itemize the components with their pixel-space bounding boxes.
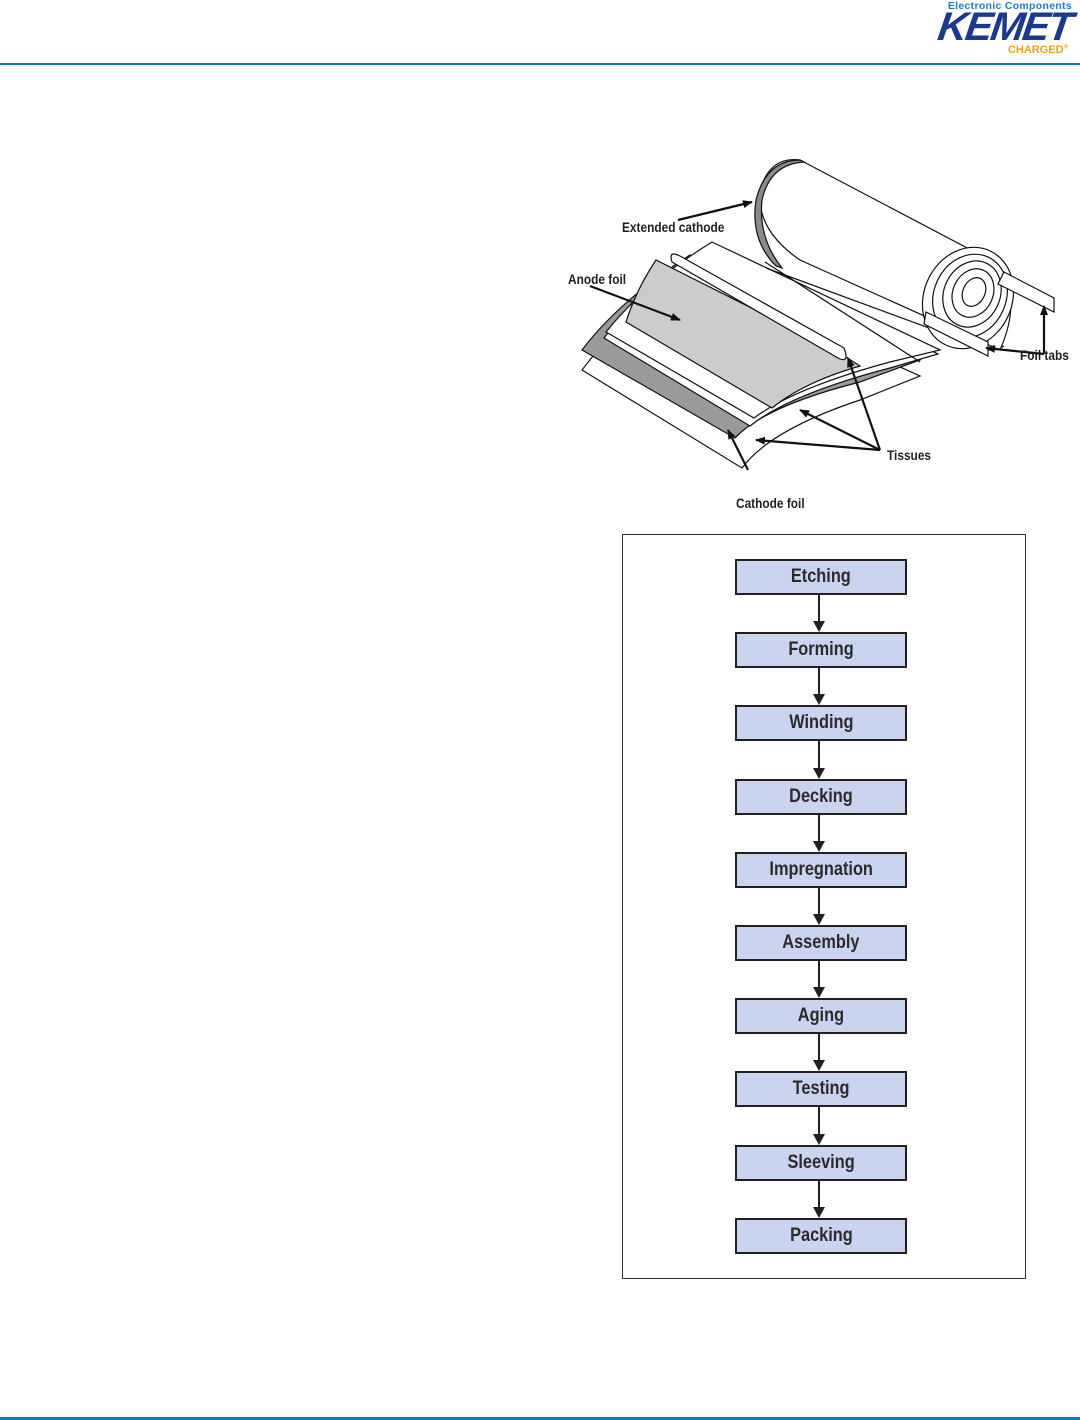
footer-rule [0, 1417, 1080, 1420]
label-extended-cathode: Extended cathode [622, 220, 725, 235]
foil-tab-lower [923, 311, 989, 357]
flow-connector [818, 1107, 820, 1135]
anode-foil-arrow [589, 284, 681, 322]
extended-cathode-arrow [677, 200, 753, 222]
tissues-arrow-1 [846, 357, 882, 451]
process-step-label: Forming [788, 639, 854, 661]
arrow-down-icon [813, 987, 825, 999]
anode-foil-layer [625, 259, 862, 409]
logo-tagline: Electronic Components [947, 0, 1072, 12]
process-step-label: Winding [788, 712, 854, 734]
arrow-down-icon [813, 1060, 825, 1072]
flow-connector [818, 1180, 820, 1208]
label-anode-foil: Anode foil [568, 272, 627, 287]
process-step-etching: Etching [735, 559, 907, 595]
process-step-label: Sleeving [787, 1151, 855, 1173]
process-step-decking: Decking [735, 778, 907, 815]
flow-connector [818, 741, 820, 769]
flow-connector [818, 814, 820, 842]
kemet-logo: Electronic Components KEMET CHARGED® [928, 0, 1078, 60]
cathode-foil-arrow [727, 429, 749, 471]
arrow-down-icon [813, 914, 825, 925]
process-step-label: Aging [797, 1005, 845, 1027]
arrow-down-icon [813, 767, 825, 779]
anode-tab [670, 253, 847, 361]
tissues-arrow-2 [799, 409, 881, 451]
tissues-arrow-3 [755, 436, 881, 452]
capacitor-winding-diagram: Extended cathode Anode foil Foil tabs Ti… [560, 150, 1080, 520]
process-step-label: Decking [789, 785, 853, 807]
flow-connector [818, 961, 820, 989]
flow-connector [818, 1034, 820, 1062]
label-tissues: Tissues [887, 448, 932, 463]
arrow-down-icon [813, 694, 825, 706]
process-step-impregnation: Impregnation [735, 851, 907, 888]
flow-connector [818, 887, 820, 915]
process-step-label: Assembly [782, 932, 860, 953]
logo-slogan: CHARGED® [1008, 44, 1068, 56]
process-step-aging: Aging [735, 998, 907, 1035]
foil-tab-upper [997, 271, 1055, 313]
arrow-down-icon [813, 1133, 825, 1145]
logo-brand: KEMET [935, 5, 1074, 49]
process-step-packing: Packing [735, 1217, 907, 1254]
process-step-winding: Winding [735, 705, 907, 742]
process-step-assembly: Assembly [735, 925, 907, 961]
foil-tabs-arrow-lower [985, 344, 1045, 356]
winding-illustration [581, 158, 1055, 471]
arrow-down-icon [813, 840, 825, 852]
process-step-testing: Testing [735, 1071, 907, 1108]
label-cathode-foil: Cathode foil [736, 496, 805, 511]
registered-mark: ® [1063, 44, 1068, 51]
extended-cathode-rim [754, 159, 807, 270]
arrow-down-icon [813, 1206, 825, 1218]
label-foil-tabs: Foil tabs [1020, 348, 1069, 363]
process-step-label: Etching [791, 566, 851, 587]
process-step-forming: Forming [735, 632, 907, 669]
sheet-to-roll [764, 261, 921, 363]
flow-connector [818, 595, 820, 623]
logo-slogan-text: CHARGED [1007, 44, 1064, 56]
process-step-label: Packing [789, 1224, 853, 1246]
flow-connector [818, 668, 820, 696]
process-step-label: Impregnation [769, 858, 873, 880]
process-step-label: Testing [792, 1078, 850, 1100]
arrow-down-icon [813, 621, 825, 633]
header-rule [0, 63, 1080, 65]
process-step-sleeving: Sleeving [735, 1144, 907, 1181]
